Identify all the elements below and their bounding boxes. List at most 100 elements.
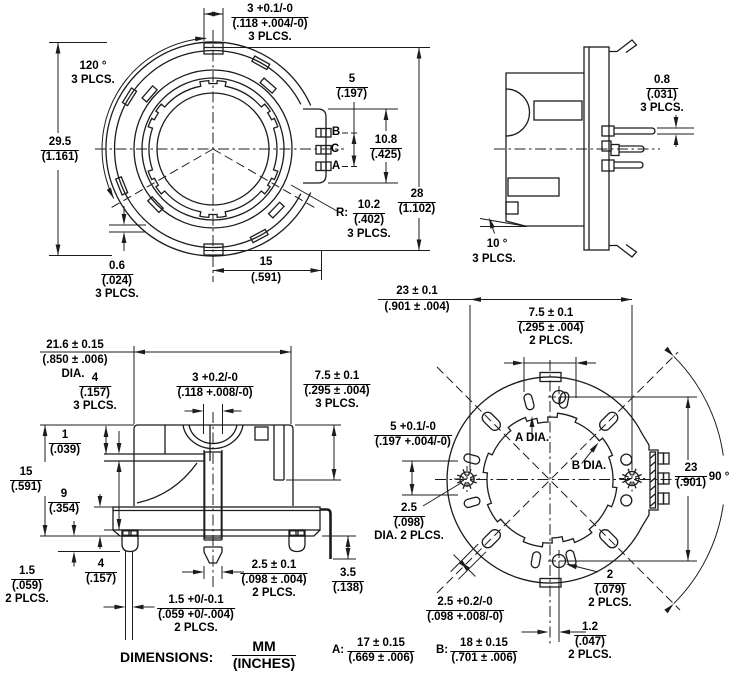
dim-pin-span: 5 (.197) — [335, 73, 369, 101]
dim-key: 5 +0.1/-0 (.197 +.004/-0) — [374, 421, 452, 449]
note-a-mm: 17 ± 0.15 — [347, 637, 415, 652]
dim-slot-pair: 7.5 ± 0.1 (.295 ± .004) 2 PLCS. — [517, 307, 585, 349]
dim-pin-tip-mm: 2.5 ± 0.1 — [240, 559, 308, 574]
dim-pin-tip-in: (.098 ± .004) — [241, 573, 307, 586]
dim-wall-mm: 4 — [78, 372, 112, 387]
footer-units-mm: MM — [231, 638, 297, 656]
dim-wire-mm: 3.5 — [331, 567, 365, 582]
dim-key-in: (.197 +.004/-0) — [375, 435, 451, 448]
dim-slot-width-in: (.098 +.008/-0) — [427, 610, 503, 623]
dim-lip: 1 (.039) — [48, 429, 82, 457]
dim-pin-thickness-mm: 0.8 — [645, 74, 679, 89]
terminal-b: B — [331, 126, 341, 138]
note-a-in: (.669 ± .006) — [348, 651, 414, 664]
dim-tab-depth-note: 3 PLCS. — [95, 288, 139, 300]
dim-wall-in: (.157) — [79, 386, 111, 399]
dim-inner-depth: 9 (.354) — [47, 488, 81, 516]
dim-slot-pair-in: (.295 ± .004) — [518, 321, 584, 334]
dim-pin-span-in: (.197) — [336, 87, 368, 100]
dim-tab-width: 3 +0.1/-0 (.118 +.004/-0) 3 PLCS. — [231, 3, 309, 45]
dim-slot-width-mm: 2.5 +0.2/-0 — [426, 596, 504, 611]
note-b: 18 ± 0.15 (.701 ± .006) — [450, 637, 518, 665]
footer-units-in: (INCHES) — [232, 654, 296, 671]
dim-radius-in: (.402) — [353, 213, 385, 226]
dim-flange-thickness-in: (.157) — [85, 572, 117, 585]
dim-vertical-span: 23 (.901) — [674, 462, 708, 490]
dim-small-hole-in: (.079) — [594, 583, 626, 596]
terminal-c: C — [330, 143, 340, 155]
dim-pin-tip: 2.5 ± 0.1 (.098 ± .004) 2 PLCS. — [240, 559, 308, 601]
dim-inner-depth-in: (.354) — [48, 502, 80, 515]
dim-foot-pin-mm: 1.5 +0/-0.1 — [157, 594, 235, 609]
dim-pin-span-mm: 5 — [335, 73, 369, 88]
dim-offset-mm: 1.2 — [573, 621, 607, 636]
dim-wall: 4 (.157) 3 PLCS. — [73, 372, 116, 414]
angle-10: 10 ° — [486, 238, 508, 250]
dim-inner-depth-mm: 9 — [47, 488, 81, 503]
dim-overall-height: 28 (1.102) — [397, 188, 437, 216]
dim-pin-thickness-in: (.031) — [646, 88, 678, 101]
dim-slot-depth-note: 3 PLCS. — [315, 398, 359, 410]
dim-foot-in: (.059) — [11, 579, 43, 592]
dim-slot-depth: 7.5 ± 0.1 (.295 ± .004) 3 PLCS. — [303, 370, 371, 412]
angle-90: 90 ° — [708, 471, 730, 483]
dim-tab-depth-mm: 0.6 — [100, 260, 134, 275]
footer-label: DIMENSIONS: — [120, 649, 214, 665]
label-b-dia: B DIA. — [571, 460, 607, 472]
dim-slot-width: 2.5 +0.2/-0 (.098 +.008/-0) — [426, 596, 504, 624]
angle-120-note: 3 PLCS. — [71, 74, 115, 86]
angle-10-note: 3 PLCS. — [472, 253, 516, 265]
dim-foot-pin-note: 2 PLCS. — [174, 622, 218, 634]
terminal-a: A — [331, 160, 341, 172]
dim-block-offset-in: (.591) — [250, 272, 282, 284]
dim-pin-thickness-note: 3 PLCS. — [640, 102, 684, 114]
dim-slot-pair-note: 2 PLCS. — [529, 335, 573, 347]
dim-flange-thickness-mm: 4 — [84, 558, 118, 573]
dim-outer-dia: 29.5 (1.161) — [40, 136, 80, 164]
angle-120: 120 ° — [79, 60, 107, 72]
dim-vertical-span-in: (.901) — [675, 476, 707, 489]
dim-radius: 10.2 (.402) — [352, 199, 386, 227]
dim-tab-width-mm: 3 +0.1/-0 — [231, 3, 309, 18]
dim-vertical-span-mm: 23 — [674, 462, 708, 477]
dim-overall-height-in: (1.102) — [398, 202, 436, 215]
dim-body-height-in: (.591) — [10, 480, 42, 493]
dim-lip-in: (.039) — [49, 443, 81, 456]
dim-overall-height-mm: 28 — [397, 188, 437, 203]
dim-offset-note: 2 PLCS. — [568, 649, 612, 661]
dim-wire-in: (.138) — [332, 581, 364, 594]
radius-note: 3 PLCS. — [347, 228, 391, 240]
dim-foot-mm: 1.5 — [10, 565, 44, 580]
dim-slot-pair-mm: 7.5 ± 0.1 — [517, 307, 585, 322]
dim-center-pin-in: (.118 +.008/-0) — [177, 386, 253, 399]
dim-knurl-hole: 2.5 (.098) DIA. 2 PLCS. — [374, 502, 444, 544]
dim-offset-in: (.047) — [574, 635, 606, 648]
dim-hole-span-in: (.901 ± .004) — [384, 301, 450, 313]
dim-lip-mm: 1 — [48, 429, 82, 444]
dim-tab-width-note: 3 PLCS. — [248, 31, 292, 43]
dim-foot: 1.5 (.059) 2 PLCS. — [5, 565, 48, 607]
dim-foot-pin: 1.5 +0/-0.1 (.059 +0/-.004) 2 PLCS. — [157, 594, 235, 636]
dim-knurl-hole-note: DIA. 2 PLCS. — [374, 530, 444, 542]
note-b-in: (.701 ± .006) — [451, 651, 517, 664]
dim-body-dia-note: DIA. — [61, 368, 85, 380]
dim-small-hole-mm: 2 — [593, 569, 627, 584]
dim-outer-dia-mm: 29.5 — [40, 136, 80, 151]
dim-offset: 1.2 (.047) 2 PLCS. — [568, 621, 611, 663]
dim-outer-dia-in: (1.161) — [41, 150, 79, 163]
dim-block-height: 10.8 (.425) — [369, 134, 403, 162]
dim-block-height-mm: 10.8 — [369, 134, 403, 149]
note-a-label: A: — [332, 644, 345, 656]
footer-units: MM (INCHES) — [231, 638, 297, 671]
dim-center-pin: 3 +0.2/-0 (.118 +.008/-0) — [176, 372, 254, 400]
dim-center-pin-mm: 3 +0.2/-0 — [176, 372, 254, 387]
dim-body-dia-mm: 21.6 ± 0.15 — [46, 339, 104, 351]
radius-prefix: R: — [336, 207, 349, 219]
dim-body-height: 15 (.591) — [9, 466, 43, 494]
note-b-mm: 18 ± 0.15 — [450, 637, 518, 652]
dim-knurl-hole-in: (.098) — [393, 516, 425, 529]
dim-foot-note: 2 PLCS. — [5, 593, 49, 605]
dim-slot-depth-in: (.295 ± .004) — [304, 384, 370, 397]
